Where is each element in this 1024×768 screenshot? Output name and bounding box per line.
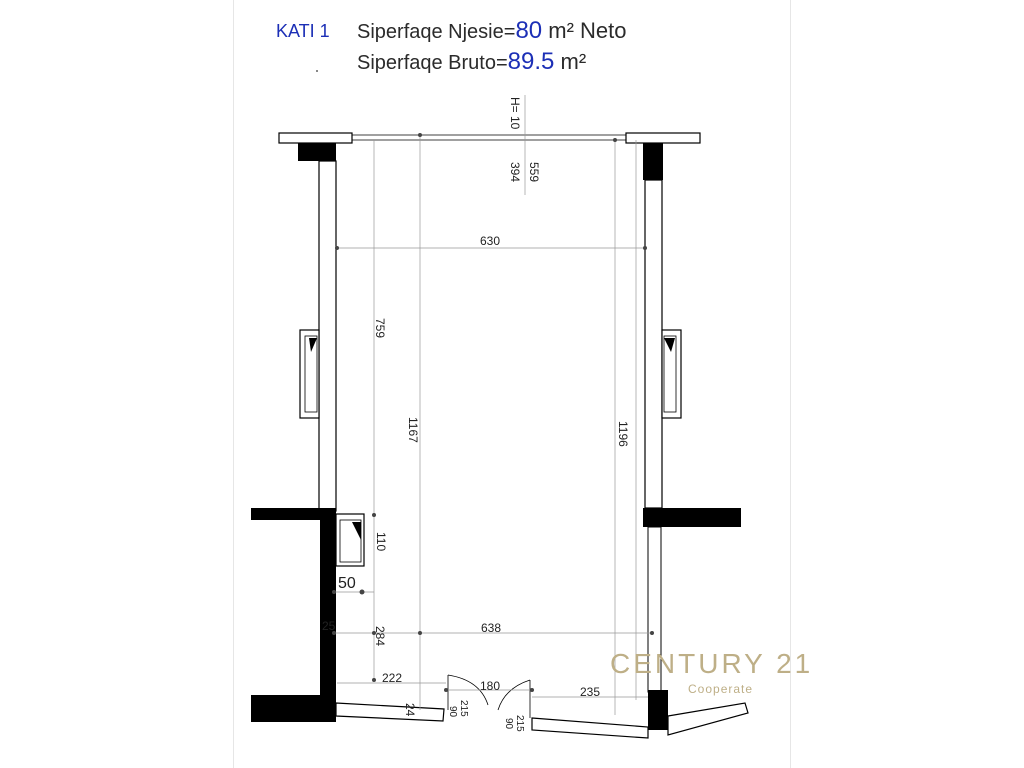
logo-tagline: Cooperate: [688, 682, 754, 696]
dimension-ticks: [332, 133, 654, 692]
dim-394: 394: [508, 162, 522, 182]
dimension-lines: [334, 95, 652, 715]
gross-area-label: Siperfaqe Bruto=: [357, 52, 508, 74]
dim-width-bottom: 638: [481, 621, 501, 635]
logo-brand: CENTURY 21: [610, 648, 814, 679]
dim-110: 110: [374, 532, 388, 551]
century21-logo: CENTURY 21 Cooperate: [610, 648, 814, 696]
gross-area-line: Siperfaqe Bruto=89.5 m²: [357, 48, 586, 76]
column-top-right: [643, 143, 663, 180]
right-window-mark: [664, 338, 675, 352]
net-area-line: Siperfaqe Njesie=80 m² Neto: [357, 17, 627, 45]
bottom-wall-angled: [667, 702, 749, 736]
top-beam-right: [625, 132, 701, 144]
floor-label-text: KATI 1: [276, 21, 330, 41]
left-partition-wall: [251, 508, 336, 520]
dim-559: 559: [527, 162, 541, 182]
bottom-wall-right: [531, 717, 649, 739]
left-wall: [318, 160, 337, 512]
column-bottom-right: [648, 690, 668, 730]
left-window-inner: [304, 335, 318, 413]
column-top-left: [298, 143, 336, 161]
bottom-wall-left: [335, 702, 445, 722]
page-frame: [233, 0, 791, 768]
dim-759: 759: [373, 318, 387, 338]
dim-width-top: 630: [480, 234, 500, 248]
dim-1196: 1196: [616, 421, 630, 447]
dim-90-b: 90: [503, 718, 514, 730]
left-lower-wall: [320, 520, 336, 700]
dim-215-b: 215: [514, 715, 525, 732]
dim-h-top: H= 10: [508, 97, 522, 130]
dim-1167: 1167: [406, 417, 420, 443]
left-window-mark: [309, 338, 317, 352]
floor-label: KATI 1: [276, 21, 330, 42]
dim-215-a: 215: [458, 700, 469, 717]
net-area-label: Siperfaqe Njesie=: [357, 21, 516, 43]
door-swing-left: [447, 674, 489, 706]
right-wall: [644, 179, 663, 509]
dim-235: 235: [580, 685, 600, 699]
shaft-inner: [339, 519, 362, 563]
dim-50: 50: [338, 575, 356, 592]
shaft-mark: [352, 522, 361, 540]
gross-area-value: 89.5: [507, 48, 555, 75]
dim-284: 284: [373, 626, 387, 646]
net-area-value: 80: [515, 17, 543, 44]
door-swing-right: [497, 679, 531, 711]
right-window-inner: [663, 335, 677, 413]
left-bottom-wall: [251, 695, 336, 722]
dim-222: 222: [382, 671, 402, 685]
dim-25: 25: [322, 619, 336, 633]
dim-180: 180: [480, 679, 500, 693]
stray-dot: [316, 70, 318, 72]
dim-24: 24: [403, 703, 417, 717]
top-beam-left: [278, 132, 353, 144]
right-partition-wall: [643, 508, 741, 527]
dim-90-a: 90: [447, 706, 458, 718]
gross-area-unit: m²: [554, 49, 587, 74]
net-area-unit: m² Neto: [542, 18, 627, 43]
